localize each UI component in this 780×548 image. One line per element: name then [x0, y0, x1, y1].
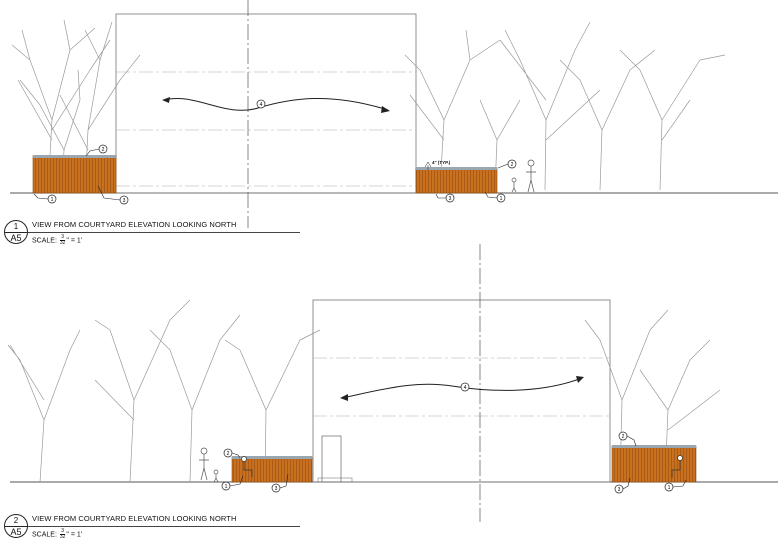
planter-cap: [33, 155, 116, 158]
view-number: 1: [13, 222, 19, 231]
sheet-number: A5: [5, 526, 27, 537]
planter: [611, 445, 697, 483]
scale-label: SCALE:: [32, 237, 57, 245]
view-marker: 2 A5: [4, 514, 28, 538]
callouts: 4 2 1 3 2 3 1: [221, 382, 687, 494]
wavy-arrow: [163, 98, 389, 111]
arrow-head: [381, 106, 390, 113]
building-outline: [115, 13, 417, 194]
seated-figure: [671, 455, 683, 478]
tree-group: [11, 19, 141, 191]
dimension-note: 4" (TYP.): [432, 160, 451, 165]
tree-group: [7, 299, 321, 483]
callout-label: 2: [622, 434, 625, 440]
callout-label: 1: [668, 485, 671, 491]
callout-label: 1: [500, 196, 503, 202]
title-block-1: 1 A5 VIEW FROM COURTYARD ELEVATION LOOKI…: [4, 220, 304, 254]
person-figure: [199, 447, 219, 483]
callout-label: 4: [260, 102, 263, 108]
callout-label: 2: [511, 162, 514, 168]
seated-figure: [241, 456, 253, 477]
callout-label: 3: [618, 487, 621, 493]
door: [321, 435, 342, 483]
tree-group: [584, 309, 721, 483]
tree-group: [404, 21, 726, 191]
title-block-2: 2 A5 VIEW FROM COURTYARD ELEVATION LOOKI…: [4, 514, 304, 548]
callout-label: 3: [123, 198, 126, 204]
building-outline: [312, 299, 611, 483]
view-title: VIEW FROM COURTYARD ELEVATION LOOKING NO…: [32, 220, 237, 229]
arrow-head: [340, 394, 348, 401]
title-underline: [28, 232, 300, 233]
scale-label: SCALE:: [32, 531, 57, 539]
callout-label: 4: [464, 385, 467, 391]
title-underline: [28, 526, 300, 527]
person-figure: [511, 159, 536, 193]
arrow-head: [576, 376, 584, 383]
elevation-1: 4 2 1 3 2 3 1 4" (TYP.): [10, 0, 778, 228]
planter-cap: [612, 445, 696, 448]
callout-label: 2: [227, 451, 230, 457]
callouts: 4 2 1 3 2 3 1: [33, 99, 517, 205]
view-marker: 1 A5: [4, 220, 28, 244]
arrow-head: [162, 97, 170, 103]
planter-cap: [416, 167, 497, 170]
view-number: 2: [13, 516, 19, 525]
callout-label: 3: [275, 486, 278, 492]
callout-label: 1: [225, 484, 228, 490]
elevation-2: 4 2 1 3 2 3 1: [7, 244, 778, 522]
planter: [415, 167, 498, 194]
sheet-number: A5: [5, 232, 27, 243]
callout-label: 3: [449, 196, 452, 202]
callout-label: 1: [51, 197, 54, 203]
wavy-arrow: [341, 377, 583, 399]
scale-suffix: " = 1': [66, 531, 83, 539]
door-step: [317, 477, 353, 483]
view-title: VIEW FROM COURTYARD ELEVATION LOOKING NO…: [32, 514, 237, 523]
callout-label: 2: [102, 147, 105, 153]
scale-suffix: " = 1': [66, 237, 83, 245]
planter: [32, 155, 117, 194]
planter-cap: [232, 456, 312, 459]
